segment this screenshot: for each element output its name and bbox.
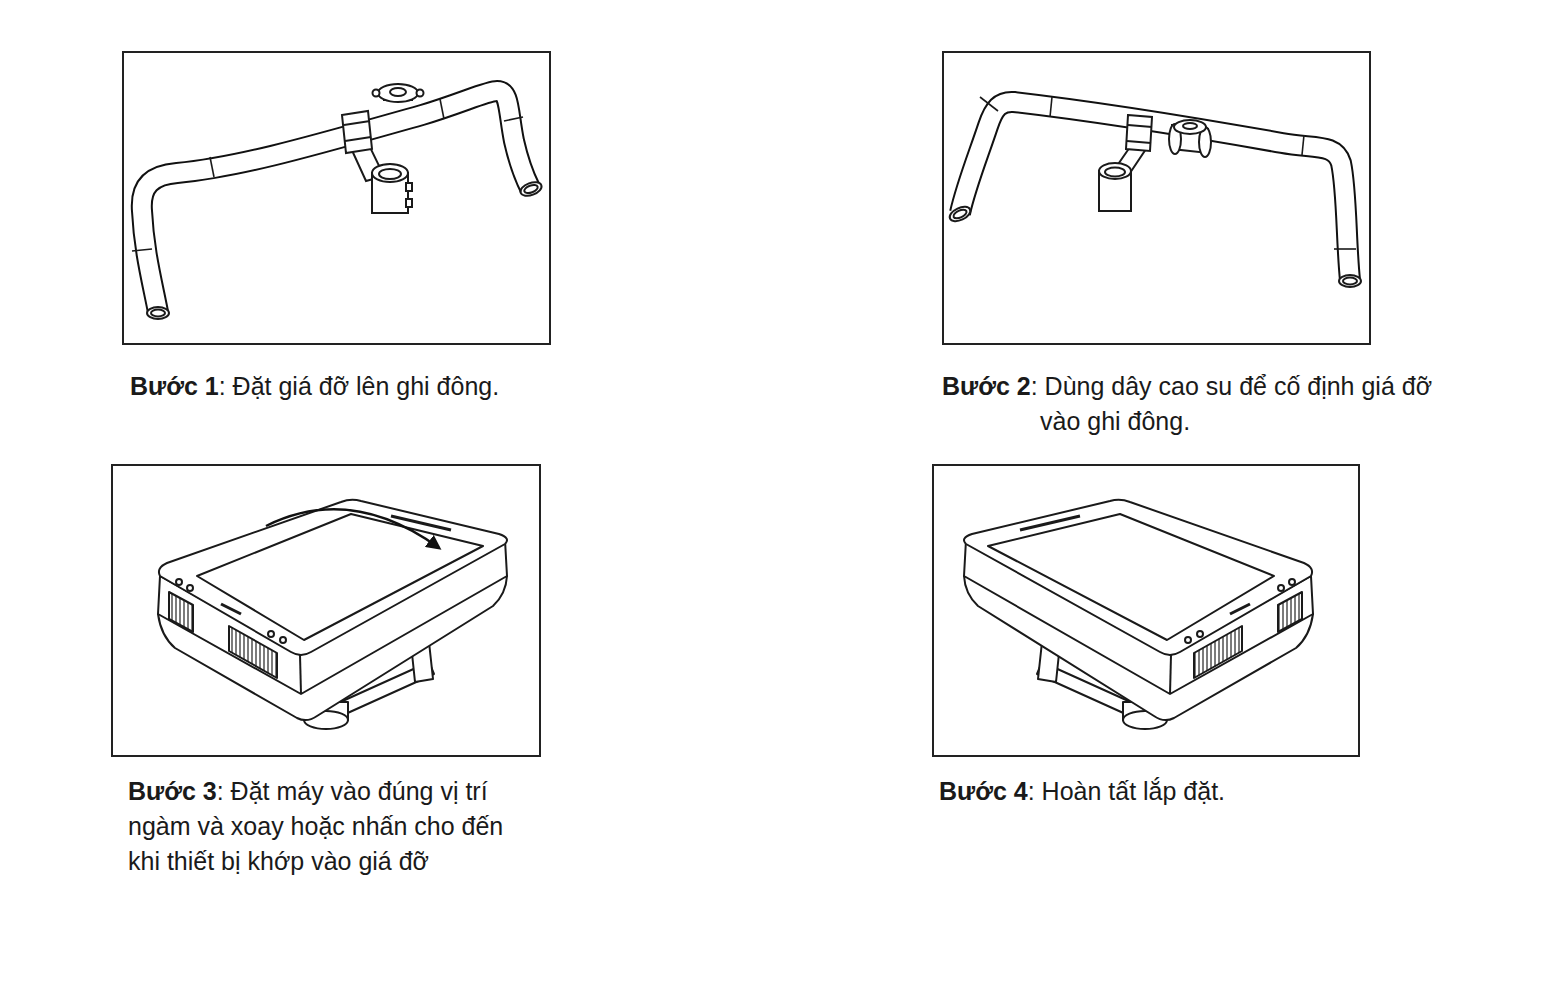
bike-computer bbox=[964, 500, 1313, 729]
tape-seam bbox=[440, 99, 444, 119]
step-panel: Bước 1: Đặt giá đỡ lên ghi đông. bbox=[122, 51, 551, 345]
bar-end bbox=[1339, 275, 1361, 287]
bar-end bbox=[947, 204, 972, 224]
step-instruction: : Dùng dây cao su để cố định giá đỡ vào … bbox=[1031, 372, 1432, 435]
step-caption: Bước 2: Dùng dây cao su để cố định giá đ… bbox=[942, 369, 1470, 439]
bike-computer bbox=[158, 500, 507, 729]
mount-ear bbox=[417, 90, 424, 97]
step-panel: Bước 3: Đặt máy vào đúng vị trí ngàm và … bbox=[111, 464, 541, 757]
clamp-bolt bbox=[1128, 125, 1152, 127]
stem-clamp bbox=[1126, 115, 1152, 151]
steerer-bolt bbox=[406, 199, 412, 207]
steerer-bolt bbox=[1105, 168, 1125, 177]
bar-end-hole bbox=[151, 310, 165, 317]
step-panel: Bước 4: Hoàn tất lắp đặt. bbox=[932, 464, 1360, 757]
handlebar-outline bbox=[142, 91, 530, 312]
tape-seam bbox=[210, 157, 214, 177]
clamp-bolt bbox=[344, 121, 370, 125]
step-number: Bước 2 bbox=[942, 372, 1031, 400]
bar-end-hole bbox=[1343, 278, 1357, 285]
step-caption: Bước 3: Đặt máy vào đúng vị trí ngàm và … bbox=[128, 774, 523, 879]
step-number: Bước 1 bbox=[130, 372, 219, 400]
tape-seam bbox=[504, 117, 523, 121]
steerer-bolt bbox=[379, 169, 401, 179]
clamp-bolt bbox=[345, 137, 371, 141]
bar-end-hole bbox=[952, 208, 968, 220]
step-instruction: : Đặt giá đỡ lên ghi đông. bbox=[219, 372, 499, 400]
steerer-bolt bbox=[406, 183, 412, 191]
mount-ear bbox=[373, 90, 380, 97]
step-caption: Bước 1: Đặt giá đỡ lên ghi đông. bbox=[130, 369, 570, 404]
bar-end bbox=[519, 180, 544, 199]
bar-end-hole bbox=[523, 183, 539, 194]
steerer-cap bbox=[372, 164, 408, 182]
handlebar-fill bbox=[960, 102, 1350, 280]
mount-center bbox=[390, 88, 406, 96]
step-panel: Bước 2: Dùng dây cao su để cố định giá đ… bbox=[942, 51, 1371, 345]
handlebar-fill bbox=[142, 91, 530, 312]
mount-center bbox=[1183, 123, 1197, 129]
tape-seam bbox=[1302, 135, 1304, 155]
tape-seam bbox=[132, 249, 152, 251]
bar-end bbox=[147, 307, 169, 319]
mount-disc bbox=[1174, 120, 1206, 134]
handlebar-outline bbox=[960, 102, 1350, 280]
clamp-bolt bbox=[1127, 141, 1151, 143]
tape-seam bbox=[980, 97, 998, 111]
step-number: Bước 3 bbox=[128, 777, 217, 805]
steerer-cap bbox=[1099, 163, 1131, 179]
mount-disc bbox=[378, 84, 418, 102]
step-number: Bước 4 bbox=[939, 777, 1028, 805]
step-instruction: : Hoàn tất lắp đặt. bbox=[1028, 777, 1225, 805]
tape-seam bbox=[1334, 248, 1356, 250]
step-caption: Bước 4: Hoàn tất lắp đặt. bbox=[939, 774, 1359, 809]
tape-seam bbox=[1050, 97, 1052, 117]
rotate-arrow bbox=[266, 509, 439, 548]
stem-clamp bbox=[342, 111, 372, 153]
